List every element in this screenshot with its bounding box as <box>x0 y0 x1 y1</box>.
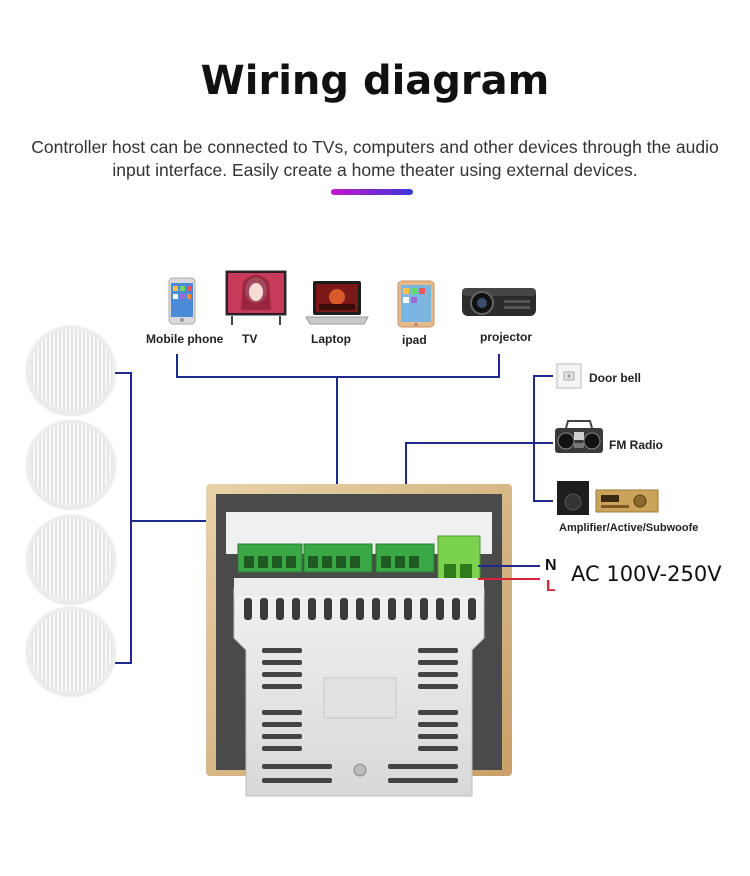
source-label-mobile-phone: Mobile phone <box>146 332 224 346</box>
output-bracket-top <box>533 375 553 377</box>
projector-icon <box>462 288 536 316</box>
source-bus-right <box>498 354 500 378</box>
controller-unit <box>206 484 512 797</box>
live-wire <box>478 578 540 580</box>
page-subtitle: Controller host can be connected to TVs,… <box>31 137 719 180</box>
source-label-laptop: Laptop <box>311 332 351 346</box>
ceiling-speaker-icon <box>27 326 115 414</box>
speaker-feed-horizontal <box>130 520 270 522</box>
output-bracket-bottom <box>533 500 553 502</box>
source-terminal-block <box>303 543 373 573</box>
neutral-label: N <box>545 557 557 574</box>
speaker-bracket-top <box>115 372 132 374</box>
live-label: L <box>546 578 556 595</box>
source-bus-left <box>176 354 178 378</box>
tv-icon <box>225 270 287 325</box>
amplifier-icon <box>557 481 659 515</box>
source-label-projector: projector <box>480 330 533 344</box>
ceiling-speaker-icon <box>27 515 115 603</box>
accent-bar <box>331 189 413 195</box>
ceiling-speaker-icon <box>27 607 115 695</box>
output-label-amplifier: Amplifier/Active/Subwoofe <box>559 522 699 534</box>
speaker-bracket-vertical <box>130 372 132 664</box>
source-label-tv: TV <box>242 332 258 346</box>
output-feed-horizontal <box>405 442 535 444</box>
fm-radio-icon <box>555 420 603 453</box>
output-terminal-block <box>375 543 435 573</box>
output-label-doorbell: Door bell <box>589 371 642 385</box>
ipad-icon <box>397 280 435 328</box>
source-label-ipad: ipad <box>402 333 427 347</box>
output-bracket-vertical <box>533 375 535 502</box>
output-bracket-mid <box>533 442 553 444</box>
source-bus <box>176 376 500 378</box>
source-feed <box>336 376 338 556</box>
voltage-label: AC 100V-250V <box>571 562 722 586</box>
speaker-bracket-bottom <box>115 662 132 664</box>
doorbell-icon <box>556 363 582 389</box>
speaker-terminal-block <box>237 543 303 573</box>
ceiling-speaker-icon <box>27 420 115 508</box>
mobile-phone-icon <box>168 277 196 325</box>
neutral-wire <box>478 565 540 567</box>
output-label-fm-radio: FM Radio <box>609 438 663 452</box>
laptop-icon <box>305 281 369 325</box>
page-title: Wiring diagram <box>200 58 550 104</box>
